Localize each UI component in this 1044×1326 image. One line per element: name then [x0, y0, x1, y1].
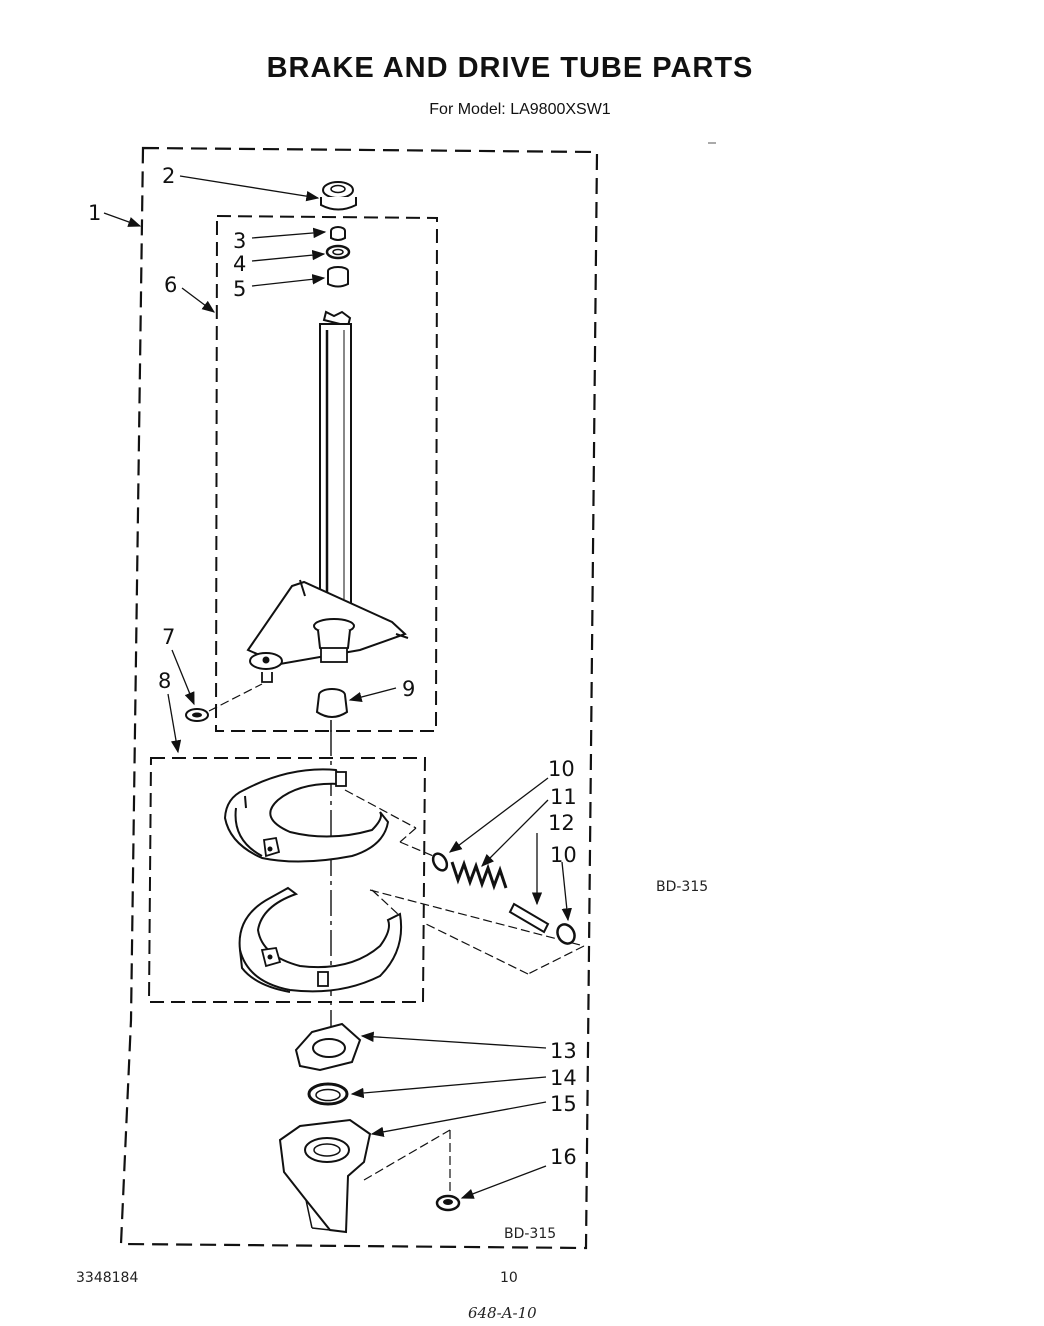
part-9-bushing[interactable] [315, 688, 349, 732]
inner-diagram-code: BD-315 [504, 1226, 556, 1242]
callout-16: 16 [550, 1145, 577, 1169]
callout-13: 13 [550, 1039, 577, 1063]
callout-9: 9 [402, 677, 415, 701]
part-14-retainer-ring[interactable] [307, 1082, 349, 1106]
part-6-drive-tube[interactable] [246, 310, 409, 683]
page-number: 10 [500, 1270, 518, 1286]
part-8-brake-shoe-upper[interactable] [223, 768, 390, 863]
brake-shoe-boundary [147, 757, 427, 1003]
part-13-plate[interactable] [294, 1022, 362, 1072]
callout-12: 12 [548, 811, 575, 835]
callout-10-top: 10 [548, 757, 575, 781]
page-title: BRAKE AND DRIVE TUBE PARTS [266, 52, 754, 84]
part-4-ring[interactable] [325, 244, 351, 260]
callout-5: 5 [233, 277, 246, 301]
handwritten-note: 648-A-10 [468, 1304, 537, 1322]
part-3-washer[interactable] [330, 226, 346, 241]
assembly-boundary-outer [119, 146, 599, 1250]
part-number: 3348184 [76, 1270, 138, 1286]
callout-14: 14 [550, 1066, 577, 1090]
part-11-spring[interactable] [450, 859, 508, 891]
model-subtitle: For Model: LA9800XSW1 [429, 101, 611, 118]
callout-2: 2 [162, 164, 175, 188]
callout-3: 3 [233, 229, 246, 253]
callout-10-bottom: 10 [550, 843, 577, 867]
callout-15: 15 [550, 1092, 577, 1116]
callout-1: 1 [88, 201, 101, 225]
drive-tube-boundary [214, 214, 439, 732]
part-12-pin[interactable] [508, 902, 550, 934]
part-2-seal-cap[interactable] [320, 181, 357, 211]
callout-4: 4 [233, 252, 246, 276]
callout-8: 8 [158, 669, 171, 693]
part-16-nut[interactable] [435, 1194, 461, 1212]
part-5-bearing[interactable] [327, 266, 349, 288]
part-8-brake-shoe-lower[interactable] [238, 886, 403, 993]
callout-11: 11 [550, 785, 577, 809]
part-15-housing[interactable] [278, 1118, 372, 1234]
part-10-cap-right[interactable] [554, 921, 578, 946]
callout-6: 6 [164, 273, 177, 297]
part-7-clip[interactable] [185, 708, 209, 722]
callout-7: 7 [162, 625, 175, 649]
side-diagram-code: BD-315 [656, 879, 708, 895]
part-10-cap-left[interactable] [430, 851, 449, 873]
